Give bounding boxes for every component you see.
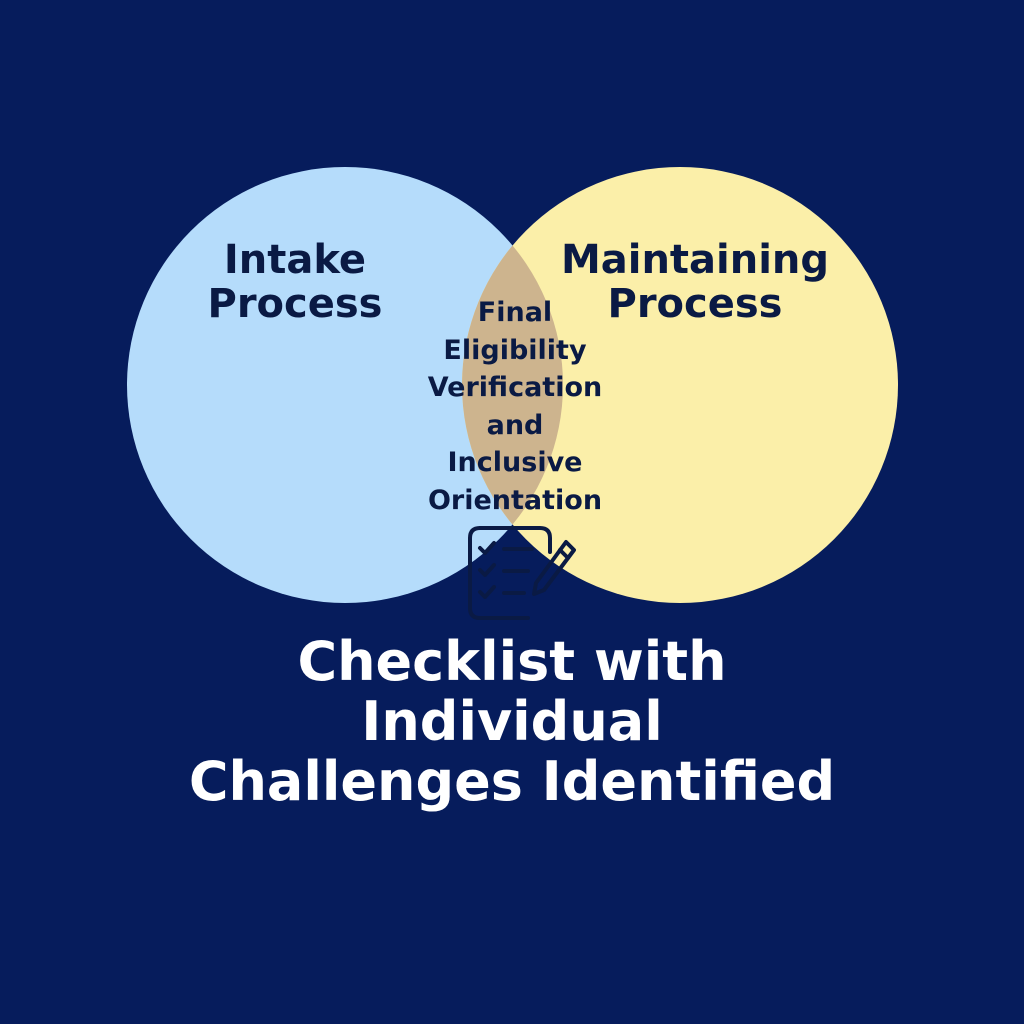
left-circle-intake <box>127 167 563 603</box>
intake-label-line-1: Intake <box>223 237 367 283</box>
intake-process-label: Intake Process <box>185 238 405 326</box>
intersection-label-line-6: Orientation <box>427 484 603 516</box>
intersection-label-line-5: Inclusive <box>447 447 583 479</box>
maintaining-label-line-2: Process <box>607 281 783 327</box>
maintaining-process-label: Maintaining Process <box>555 238 835 326</box>
checklist-with-pencil-icon <box>468 526 576 620</box>
maintaining-label-line-1: Maintaining <box>560 237 830 283</box>
caption-line-1: Checklist with <box>297 630 727 693</box>
caption-line-2: Individual <box>361 690 663 753</box>
checklist-caption: Checklist with Individual Challenges Ide… <box>112 632 912 812</box>
caption-line-3: Challenges Identified <box>188 750 836 813</box>
intake-label-line-2: Process <box>207 281 383 327</box>
intersection-label-line-3: Verification <box>427 372 603 404</box>
right-circle-maintaining <box>462 167 898 603</box>
intersection-label: Final Eligibility Verification and Inclu… <box>420 294 610 519</box>
intersection-label-line-4: and <box>486 409 544 441</box>
intersection-label-line-1: Final <box>477 297 553 328</box>
intersection-label-line-2: Eligibility <box>443 334 587 366</box>
